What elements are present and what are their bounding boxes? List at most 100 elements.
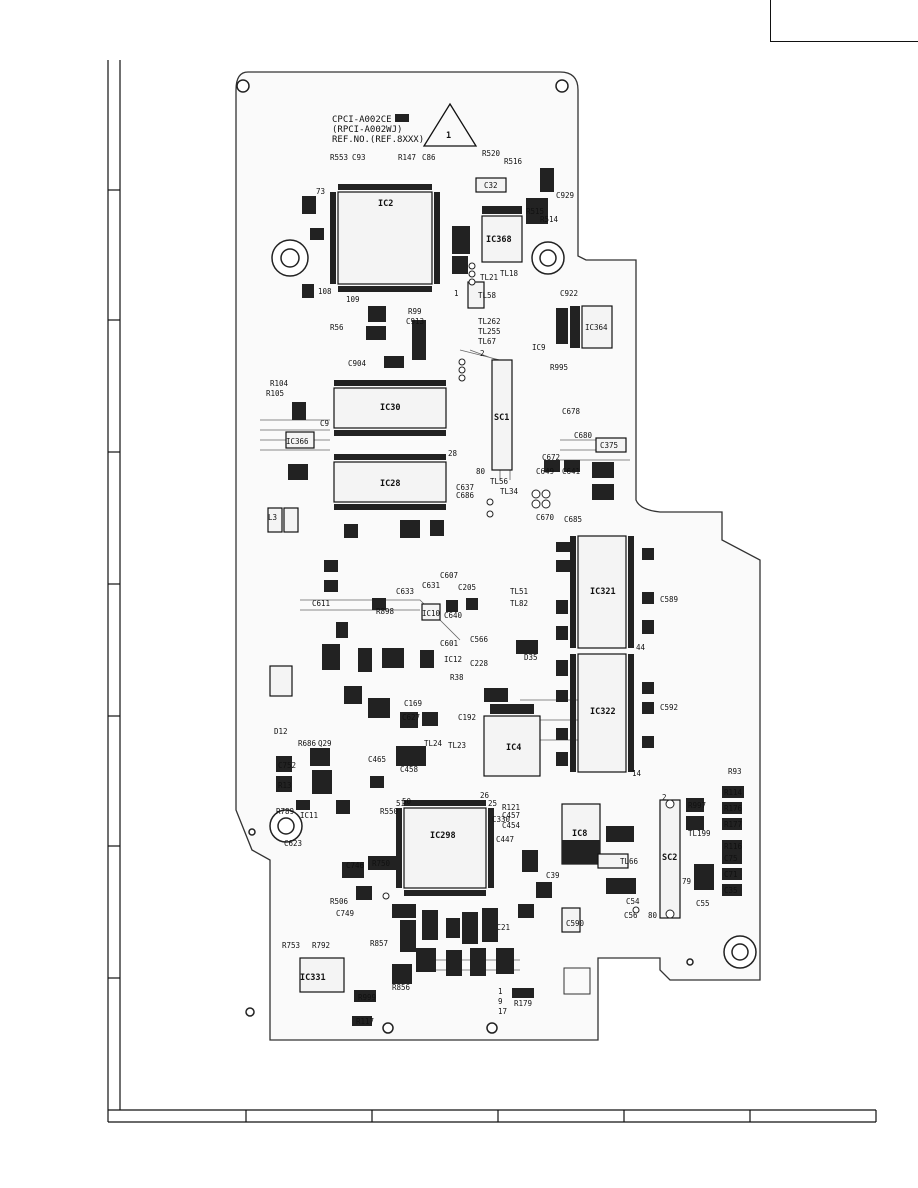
pin-number: 26 <box>480 791 490 800</box>
label-c635: C631 <box>422 581 440 590</box>
label-c330: C746 <box>346 861 365 870</box>
label-c609: C607 <box>440 571 458 580</box>
title-line-2: (RPCI-A002WJ) <box>332 125 402 135</box>
label-tl67: TL67 <box>478 337 496 346</box>
cap-c321-body <box>467 281 485 309</box>
test-points <box>382 262 675 919</box>
ic-ic8-label: IC8 <box>572 829 587 839</box>
label-c375: C375 <box>600 441 618 450</box>
label-c611: C633 <box>396 587 414 596</box>
pin-number: 44 <box>636 643 646 652</box>
ic-ic21-label: IC21 <box>492 923 510 932</box>
pin-number: 80 <box>648 911 658 920</box>
label-d35: D35 <box>524 653 538 662</box>
ic-ic322-label: IC322 <box>590 707 616 717</box>
label-c15: C627 <box>402 713 420 722</box>
label-r686: R789 <box>276 807 294 816</box>
ic-ic298-body <box>403 807 487 889</box>
label-c39: C590 <box>566 919 585 928</box>
pin-number: 108 <box>318 287 332 296</box>
label-r553: R553 <box>330 153 348 162</box>
title-line-3: REF.NO.(REF.8XXX) <box>332 135 424 145</box>
label-r99: R99 <box>408 307 422 316</box>
label-c192: TL23 <box>448 741 466 750</box>
hole-icon <box>555 79 569 93</box>
label-c9: C9 <box>320 419 329 428</box>
hole-icon <box>280 248 300 268</box>
label-r788: R857 <box>370 939 388 948</box>
connector-sc1-body <box>491 359 513 471</box>
label-r515: R515 <box>526 207 544 216</box>
board-title: CPCI-A002CE (RPCI-A002WJ) REF.NO.(REF.8X… <box>332 102 478 147</box>
hole-icon <box>686 958 694 966</box>
label-c465: R550 <box>380 807 399 816</box>
label-c680: C680 <box>574 431 593 440</box>
ic-ic4-body <box>483 715 541 777</box>
label-c71: TL199 <box>688 829 711 838</box>
smd-pads <box>276 168 744 1026</box>
label-r176: C75 <box>724 854 738 863</box>
label-x5: C611 <box>312 599 330 608</box>
title-block-corner <box>770 0 918 42</box>
label-c672: C672 <box>542 453 560 462</box>
pin-number: 109 <box>346 295 360 304</box>
label-c607: C640 <box>444 611 463 620</box>
label-c601: C566 <box>470 635 489 644</box>
label-r551: C457 <box>502 811 520 820</box>
label-tl34: TL34 <box>500 487 519 496</box>
label-c649: C649 <box>536 467 554 476</box>
label-c86: C86 <box>422 153 436 162</box>
label-c75: R997 <box>688 801 706 810</box>
label-c637: C637 <box>456 483 474 492</box>
ic-ic4-label: IC4 <box>506 743 521 753</box>
label-c32: C32 <box>484 181 498 190</box>
ic-ic10-label: IC10 <box>422 609 441 618</box>
pin-number: 17 <box>498 1007 507 1016</box>
hole-icon <box>236 79 250 93</box>
pin-number: 50 <box>402 797 412 806</box>
ic-ic364-label: IC364 <box>585 323 608 332</box>
cap-c375-body <box>595 437 627 453</box>
label-r703: D12 <box>274 727 288 736</box>
label-r56: R56 <box>330 323 344 332</box>
pin-number: 80 <box>476 467 486 476</box>
warning-icon <box>422 102 478 147</box>
label-c913: C913 <box>406 317 424 326</box>
label-r550: C454 <box>502 821 521 830</box>
pin-number: 73 <box>316 187 325 196</box>
label-c670: C670 <box>536 513 555 522</box>
label-tl24: C458 <box>400 765 419 774</box>
ic-ic2-body <box>337 191 433 285</box>
switch-body <box>269 665 293 697</box>
pin-number: 14 <box>632 769 642 778</box>
label-r514: R514 <box>540 215 559 224</box>
label-tl66: C56 <box>624 911 638 920</box>
ic-ic331-label: IC331 <box>300 973 326 983</box>
label-d12: Q29 <box>318 739 332 748</box>
hole-icon <box>382 1022 394 1034</box>
ic-ic364-body <box>581 305 613 349</box>
ic-ic368-body <box>481 215 523 263</box>
mounting-holes <box>236 79 757 1034</box>
connector-sc1-label: SC1 <box>494 413 509 423</box>
ic-ic368-label: IC368 <box>486 235 512 245</box>
label-tl56: TL56 <box>490 477 509 486</box>
hole-icon <box>277 817 295 835</box>
label-r116: C35 <box>724 886 738 895</box>
label-r699: C592 <box>660 703 678 712</box>
label-c169: TL24 <box>424 739 443 748</box>
cap-c35-body <box>597 853 629 869</box>
warning-number: 1 <box>446 131 451 141</box>
label-tl58: TL58 <box>478 291 497 300</box>
connector-outline <box>563 967 591 995</box>
pin-number: 79 <box>682 877 691 886</box>
label-x4: C465 <box>368 755 386 764</box>
ic-ic2-label: IC2 <box>378 199 393 209</box>
label-r520: R520 <box>482 149 501 158</box>
label-d13: R686 <box>298 739 317 748</box>
label-c686: C686 <box>456 491 475 500</box>
label-r114: R116 <box>724 842 743 851</box>
label-r791: R856 <box>392 983 411 992</box>
pin-number: 1 <box>498 987 503 996</box>
label-tl46: TL51 <box>510 587 528 596</box>
